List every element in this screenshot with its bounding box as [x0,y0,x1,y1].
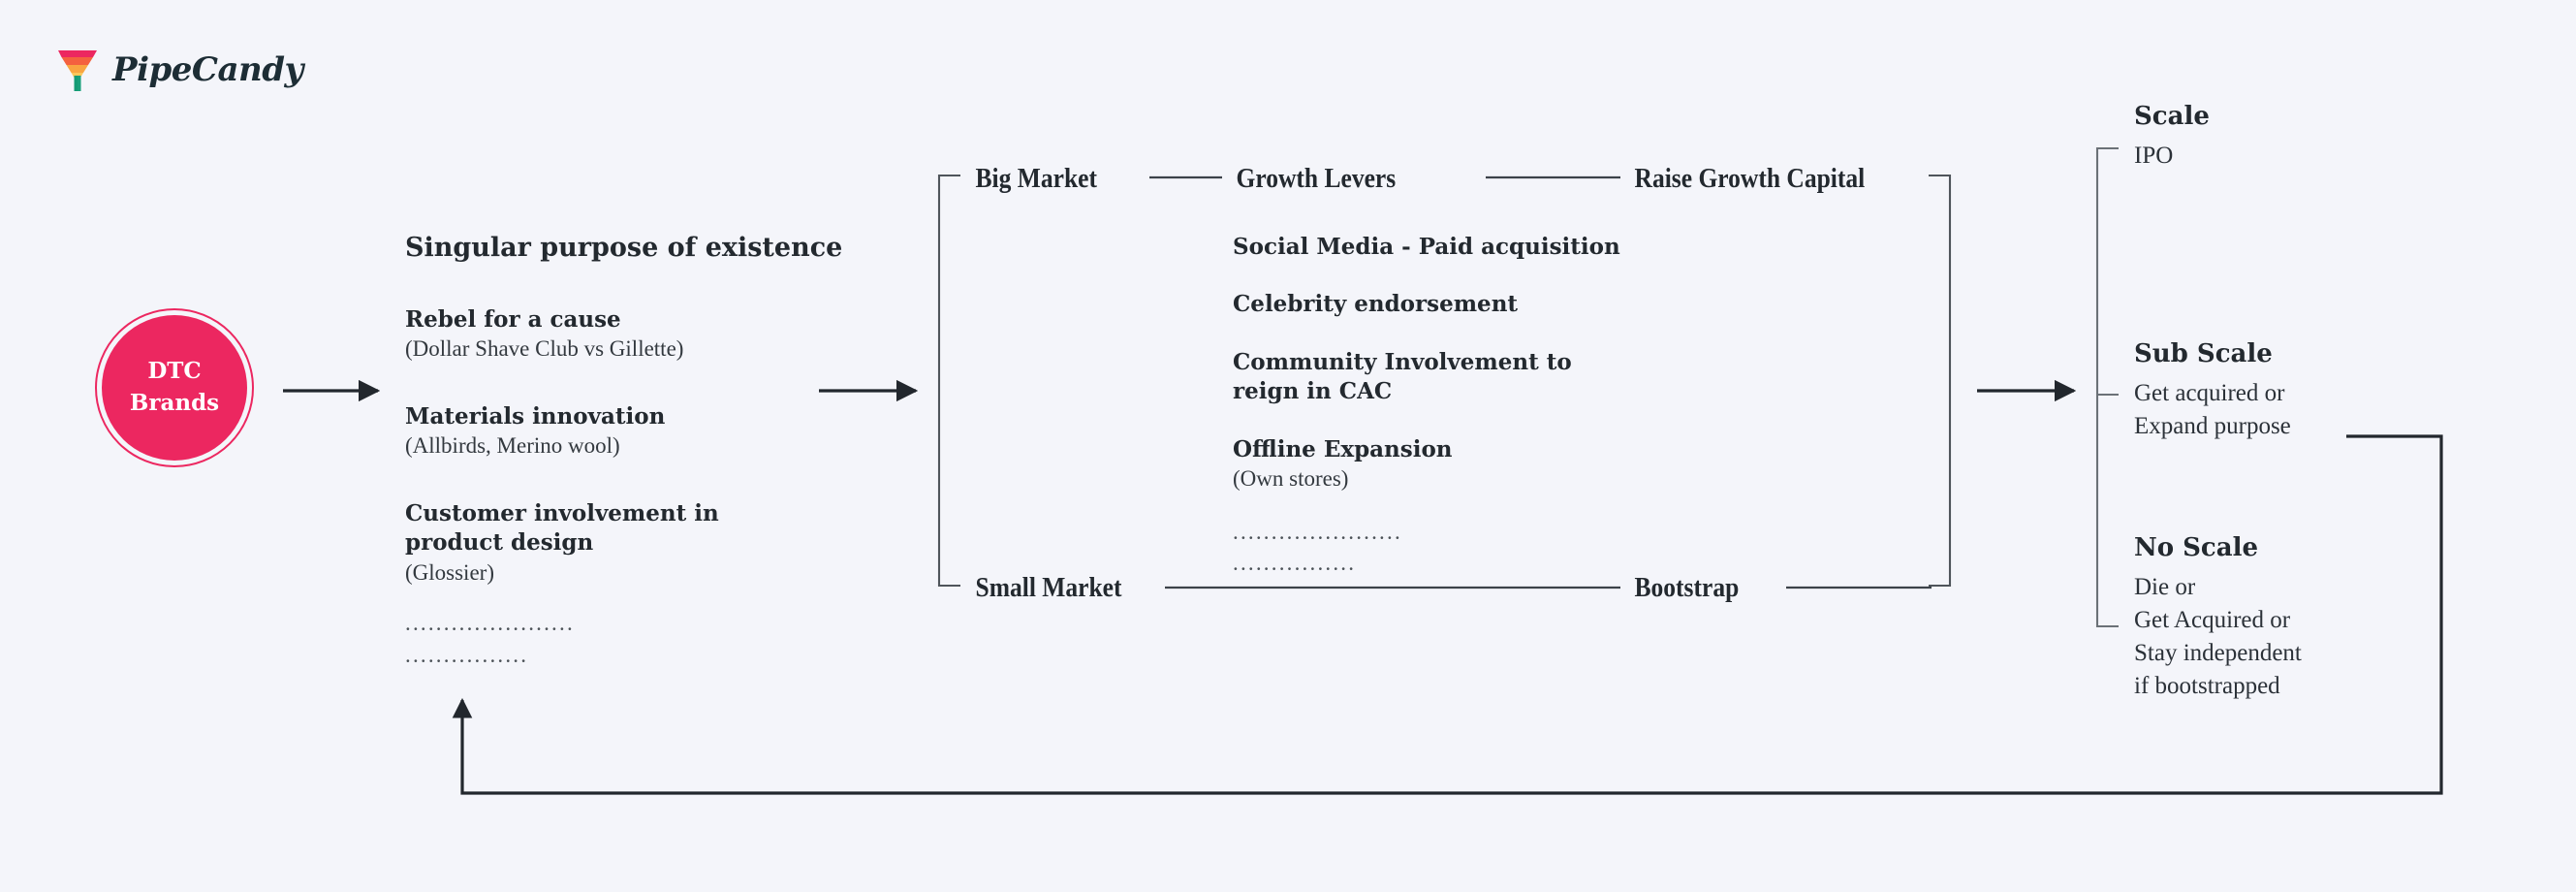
dtc-line-1: DTC [147,358,202,385]
outcome-scale: Scale IPO [2134,102,2210,173]
brand-logo: PipeCandy [56,47,303,93]
market-bracket-right [1929,174,1952,588]
band-label-growth-levers: Growth Levers [1233,163,1399,195]
growth-levers-ellipsis-long: ...................... [1233,520,1402,544]
purpose-item-1: Rebel for a cause (Dollar Shave Club vs … [405,305,683,365]
outcome-bracket [2095,146,2119,628]
outcome-no-scale-title: No Scale [2134,533,2259,562]
purpose-item-3-sub: (Glossier) [405,559,494,585]
growth-lever-4: Offline Expansion (Own stores) [1233,435,1453,494]
dtc-line-2: Brands [129,390,220,416]
growth-lever-4-title: Offline Expansion [1233,436,1453,462]
outcome-sub-scale: Sub Scale Get acquired or Expand purpose [2134,339,2291,443]
purpose-item-1-title: Rebel for a cause [405,306,621,333]
purpose-item-2: Materials innovation (Allbirds, Merino w… [405,402,665,462]
growth-lever-2-title: Celebrity endorsement [1233,291,1519,317]
growth-lever-2: Celebrity endorsement [1233,290,1518,319]
market-bracket-left [937,174,960,588]
band-label-bootstrap: Bootstrap [1631,572,1743,604]
band-label-small-market: Small Market [972,572,1126,604]
growth-lever-4-sub: (Own stores) [1233,466,1349,492]
funnel-icon [58,50,97,91]
outcome-sub-scale-body: Get acquired or Expand purpose [2134,380,2291,439]
purpose-ellipsis-short: ................ [405,643,529,667]
brand-wordmark: PipeCandy [112,50,303,89]
purpose-ellipsis-long: ...................... [405,611,575,635]
purpose-item-3: Customer involvement in product design (… [405,499,719,588]
outcome-sub-scale-title: Sub Scale [2134,339,2273,368]
purpose-item-2-sub: (Allbirds, Merino wool) [405,433,620,459]
dtc-brands-label: DTC Brands [102,315,247,461]
growth-lever-3-title: Community Involvement to reign in CAC [1233,349,1572,405]
growth-lever-1: Social Media - Paid acquisition [1233,233,1620,262]
purpose-column-heading: Singular purpose of existence [405,233,843,263]
purpose-item-2-title: Materials innovation [405,403,666,430]
outcome-scale-title: Scale [2134,102,2210,131]
band-label-raise-growth-capital: Raise Growth Capital [1631,163,1869,195]
outcome-scale-body: IPO [2134,143,2174,169]
growth-lever-1-title: Social Media - Paid acquisition [1233,234,1620,260]
purpose-item-1-sub: (Dollar Shave Club vs Gillette) [405,336,684,362]
dtc-brands-node: DTC Brands [95,308,254,467]
growth-lever-3: Community Involvement to reign in CAC [1233,348,1572,407]
band-label-big-market: Big Market [972,163,1101,195]
outcome-no-scale-body: Die or Get Acquired or Stay independent … [2134,574,2302,699]
outcome-no-scale: No Scale Die or Get Acquired or Stay ind… [2134,533,2302,703]
growth-levers-ellipsis-short: ................ [1233,551,1357,575]
purpose-item-3-title: Customer involvement in product design [405,500,719,557]
